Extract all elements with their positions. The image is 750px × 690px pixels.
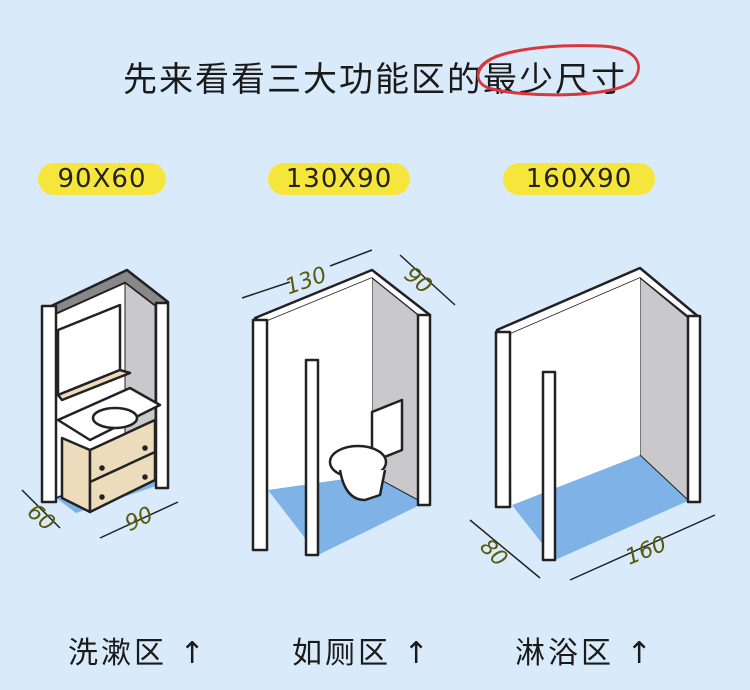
- shower-area-illustration: 80 160: [469, 266, 716, 581]
- dimension-depth: 80: [474, 534, 511, 571]
- toilet-tank: [370, 398, 404, 464]
- label-text: 如厕区: [292, 636, 391, 671]
- washing-area-illustration: 60 90: [21, 268, 179, 539]
- zone-label-washing: 洗漱区 ↑: [68, 628, 208, 672]
- up-arrow-icon: ↑: [626, 636, 655, 671]
- toilet-area-illustration: 130 90: [241, 249, 456, 557]
- size-badge-washing: 90X60: [38, 163, 166, 195]
- dimension-width: 160: [622, 532, 670, 571]
- up-arrow-icon: ↑: [403, 636, 432, 671]
- size-badge-toilet: 130X90: [268, 163, 410, 195]
- title-text: 先来看看三大功能区的: [123, 60, 483, 100]
- zone-label-toilet: 如厕区 ↑: [292, 628, 432, 672]
- dimension-depth: 60: [22, 499, 60, 536]
- zone-label-shower: 淋浴区 ↑: [515, 628, 655, 672]
- dimension-width: 90: [121, 502, 157, 536]
- label-text: 洗漱区: [68, 636, 167, 671]
- up-arrow-icon: ↑: [179, 636, 208, 671]
- size-badge-shower: 160X90: [503, 163, 655, 195]
- page-title: 先来看看三大功能区的最少尺寸: [0, 44, 750, 101]
- label-text: 淋浴区: [515, 636, 614, 671]
